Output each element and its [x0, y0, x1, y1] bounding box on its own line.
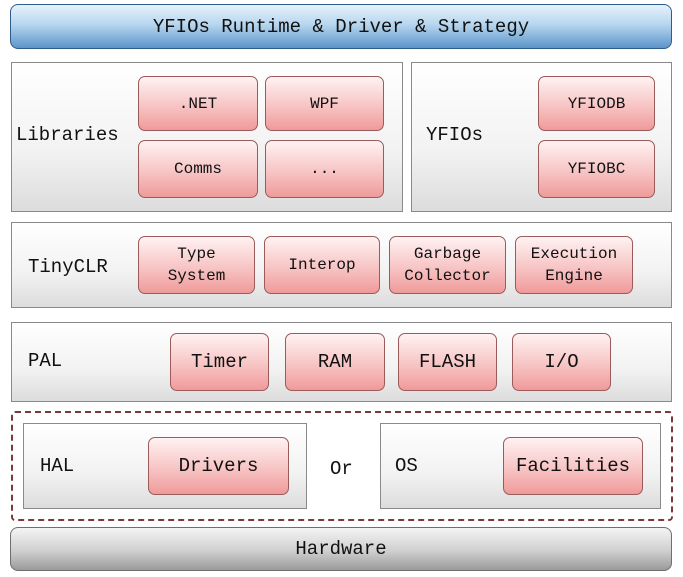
drivers-box: Drivers — [148, 437, 289, 495]
io-box: I/O — [512, 333, 611, 391]
hal-label: HAL — [40, 455, 75, 477]
library-more-box: ... — [265, 140, 384, 198]
hardware-text: Hardware — [295, 538, 387, 560]
tinyclr-label: TinyCLR — [28, 256, 108, 278]
yfios-label: YFIOs — [426, 124, 484, 146]
yfiodb-box: YFIODB — [538, 76, 655, 131]
or-text: Or — [330, 458, 353, 480]
hardware-bar: Hardware — [10, 527, 672, 571]
facilities-box: Facilities — [503, 437, 643, 495]
runtime-banner-text: YFIOs Runtime & Driver & Strategy — [152, 15, 530, 38]
library-comms-box: Comms — [138, 140, 258, 198]
library-dotnet-box: .NET — [138, 76, 258, 131]
flash-box: FLASH — [398, 333, 497, 391]
runtime-banner: YFIOs Runtime & Driver & Strategy — [10, 4, 672, 49]
garbage-collector-box: Garbage Collector — [389, 236, 506, 294]
type-system-box: Type System — [138, 236, 255, 294]
libraries-label: Libraries — [16, 124, 119, 146]
execution-engine-box: Execution Engine — [515, 236, 633, 294]
pal-label: PAL — [28, 350, 63, 372]
ram-box: RAM — [285, 333, 385, 391]
os-label: OS — [395, 455, 418, 477]
yfiobc-box: YFIOBC — [538, 140, 655, 198]
library-wpf-box: WPF — [265, 76, 384, 131]
interop-box: Interop — [264, 236, 380, 294]
timer-box: Timer — [170, 333, 269, 391]
hal-os-group — [11, 411, 673, 521]
